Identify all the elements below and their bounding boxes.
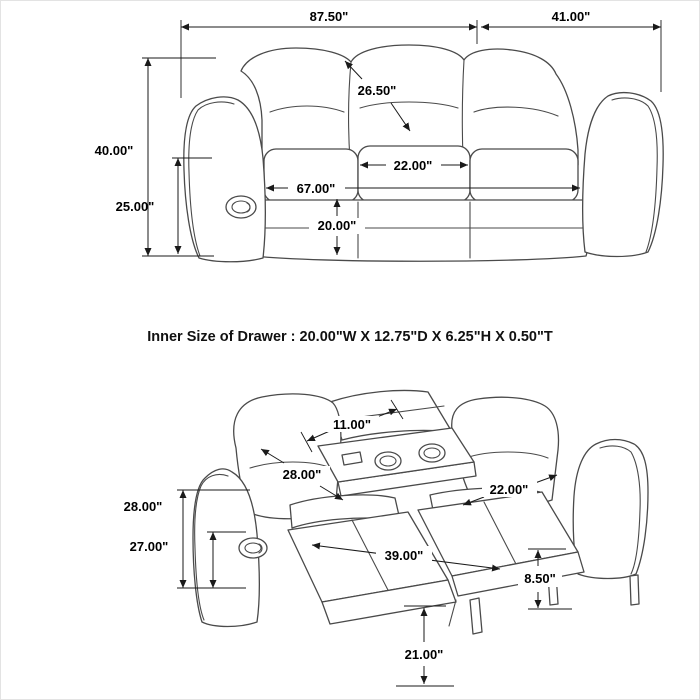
left-arm-roll [188,101,235,257]
mechanism-strut [448,599,457,627]
dim-back-height-label: 26.50" [358,83,397,98]
dim-seat-width-bg [386,157,441,173]
footrest-right-seam [483,501,519,569]
dim-back-cushion-label: 28.00" [283,467,322,482]
seat-cushion-middle [357,145,471,203]
dim-table-depth-label: 11.00" [333,417,371,432]
dim-seat-depth-bg [309,218,365,234]
dim-seat-height-label: 28.00" [124,499,163,514]
seat-cushion-right [469,148,579,203]
handle-outer [225,195,257,219]
dim-footrest-thickness-label: 8.50" [524,571,555,586]
dim-inner-width-label: 67.00" [297,181,336,196]
dim-seat-cushion-seg-left [462,496,485,506]
handle-outer-2 [238,537,268,559]
left-arm-reclined-roll [194,473,229,621]
dim-footrest-height-label: 21.00" [405,647,444,662]
reclined-view-diagram: 11.00" 28.00" 27.00" 28.00" 22.00" [124,389,649,687]
left-arm [183,96,266,263]
dim-back-height-bg [351,82,404,98]
dim-table-depth-ext-left [300,431,313,453]
drawer-note: Inner Size of Drawer : 20.00"W X 12.75"D… [147,329,553,345]
dim-overall-width-label: 87.50" [310,9,349,24]
dim-back-height: 26.50" [344,60,411,132]
dim-seat-cushion-width: 22.00" [462,474,558,506]
sofa-back [240,44,579,166]
dim-seat-width-label: 22.00" [394,158,433,173]
back-pillow-left-tuft [249,461,332,469]
leg-right-rear [629,574,640,606]
recliner-handle-reclined-icon [238,537,268,559]
dim-overall-width: 87.50" [180,9,478,98]
dim-arm-height-reclined: 27.00" [130,531,246,588]
dim-arm-height-label: 25.00" [116,199,155,214]
dim-table-depth: 11.00" [300,399,404,453]
dim-seat-depth: 20.00" [309,199,365,255]
back-tuft-middle [359,101,459,109]
cupholder-right-inner [423,447,441,459]
right-arm-reclined-roll [599,445,641,575]
dim-back-cushion-seg-right [319,485,344,501]
recliner-handle-icon [225,195,257,219]
handle-lever [246,202,251,213]
dim-reclined-length-label: 39.00" [385,548,424,563]
dim-table-depth-ext-right [390,399,404,420]
dim-inner-width-bg [288,180,345,196]
dim-arm-height-reclined-label: 27.00" [130,539,169,554]
handle-inner-2 [244,542,262,554]
dim-reclined-length: 39.00" [311,542,501,572]
back-tuft-left [269,105,345,113]
leg-center [469,597,483,635]
dim-side-depth: 41.00" [481,9,662,92]
sofa-front-illustration [183,44,664,263]
cupholder-right [418,443,446,463]
drop-down-table [317,427,477,497]
dim-overall-height: 40.00" [95,57,216,257]
dim-arm-height: 25.00" [116,157,212,254]
dim-footrest-thickness: 8.50" [518,548,572,610]
dim-seat-depth-label: 20.00" [318,218,357,233]
dim-side-depth-label: 41.00" [552,9,591,24]
dim-inner-width: 67.00" [266,180,580,196]
dim-footrest-height: 21.00" [396,605,454,687]
sofa-base [250,199,590,262]
dim-back-height-seg-down [390,102,411,132]
dim-overall-height-label: 40.00" [95,143,134,158]
right-arm-reclined [572,438,649,580]
dim-seat-cushion-label: 22.00" [490,482,529,497]
front-view-diagram: 87.50" 41.00" 40.00" 25.00" 26.50" [95,9,664,263]
dim-reclined-length-bg [376,546,432,563]
dim-footrest-thickness-bg [518,570,562,587]
cupholder-left [374,451,402,471]
dim-seat-cushion-seg-right [534,474,558,484]
back-tuft-right [473,106,559,117]
sofa-reclined-illustration [192,389,649,635]
dim-back-cushion-bg [274,466,330,482]
back-pillow-right-tuft [465,451,549,459]
dim-table-depth-bg [326,416,379,432]
table-slot [341,451,363,466]
dim-back-height-seg-up [344,60,363,80]
dim-back-cushion-width: 28.00" [260,448,344,501]
dim-seat-cushion-bg [482,481,537,497]
right-arm-roll [611,97,658,253]
dim-back-cushion-seg-left [260,448,285,464]
right-arm [582,91,664,258]
handle-lever-2 [258,543,263,554]
dim-seat-height: 28.00" [124,489,250,589]
cupholder-left-inner [379,455,397,467]
dim-seat-width: 22.00" [360,157,468,173]
